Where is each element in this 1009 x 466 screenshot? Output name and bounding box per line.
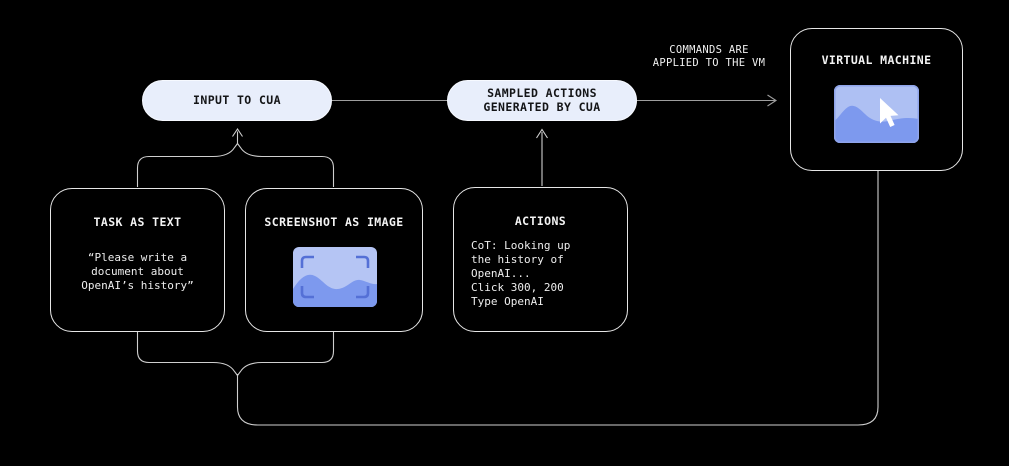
input-to-cua-node: INPUT TO CUA: [142, 80, 332, 121]
actions-title: ACTIONS: [514, 214, 567, 228]
arrowhead-up-icon: [232, 128, 243, 137]
sampled-actions-label: SAMPLED ACTIONS GENERATED BY CUA: [483, 86, 601, 114]
sampled-actions-node: SAMPLED ACTIONS GENERATED BY CUA: [447, 80, 637, 121]
actions-body-text: CoT: Looking up the history of OpenAI...…: [471, 239, 571, 308]
task-as-text-title: TASK AS TEXT: [93, 215, 182, 229]
screen-with-cursor-icon: [834, 85, 919, 143]
viewfinder-brackets-icon: [300, 255, 370, 299]
brace-and-loop-lines: [136, 128, 879, 426]
horizontal-flow-lines: [332, 94, 778, 107]
mouse-cursor-icon: [880, 98, 899, 127]
arrowhead-up-icon: [536, 128, 548, 139]
actions-node: ACTIONS CoT: Looking up the history of O…: [453, 187, 628, 332]
screenshot-as-image-title: SCREENSHOT AS IMAGE: [264, 215, 404, 229]
task-as-text-node: TASK AS TEXT “Please write a document ab…: [50, 188, 225, 332]
task-quote-text: “Please write a document about OpenAI’s …: [81, 251, 194, 292]
virtual-machine-node: VIRTUAL MACHINE: [790, 28, 963, 171]
commands-applied-edge-label: COMMANDS ARE APPLIED TO THE VM: [652, 44, 766, 69]
input-to-cua-label: INPUT TO CUA: [193, 92, 281, 107]
arrowhead-right-icon: [767, 94, 778, 107]
virtual-machine-title: VIRTUAL MACHINE: [821, 53, 932, 67]
screenshot-as-image-node: SCREENSHOT AS IMAGE: [245, 188, 423, 332]
screenshot-viewfinder-icon: [293, 247, 377, 307]
